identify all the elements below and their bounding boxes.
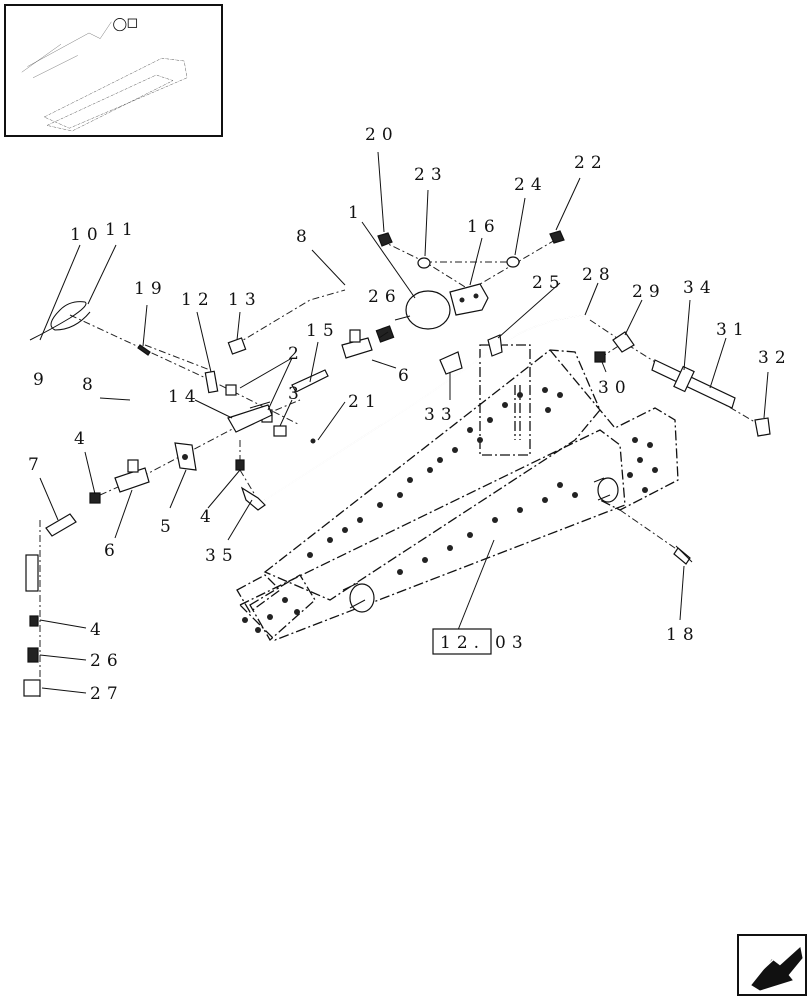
callout-22: 22 [574, 153, 608, 173]
callout-8-upper: 8 [296, 227, 313, 247]
callout-27: 27 [90, 684, 124, 704]
overview-thumbnail[interactable] [4, 4, 223, 137]
callout-4-a: 4 [74, 429, 91, 449]
next-page-arrow-icon[interactable] [737, 934, 807, 996]
callout-labels: 20 23 24 22 1 16 8 10 11 19 12 13 26 25 … [28, 125, 792, 704]
callout-18: 18 [666, 625, 700, 645]
reference-suffix-text: 03 [495, 633, 529, 653]
callout-12: 12 [181, 290, 215, 310]
callout-6-upper: 6 [398, 366, 415, 386]
callout-25: 25 [532, 273, 566, 293]
callout-2: 2 [288, 344, 305, 364]
callout-35: 35 [205, 546, 239, 566]
callout-11: 11 [105, 220, 139, 240]
reference-12-03[interactable]: 12. 03 [432, 628, 529, 655]
callout-4-c: 4 [90, 620, 107, 640]
callout-14: 14 [168, 387, 202, 407]
callout-26-lower: 26 [90, 651, 124, 671]
callout-5: 5 [160, 517, 177, 537]
callout-13: 13 [228, 290, 262, 310]
callout-8-lower: 8 [82, 375, 99, 395]
callout-24: 24 [514, 175, 548, 195]
callout-34: 34 [683, 278, 717, 298]
callout-21: 21 [348, 392, 382, 412]
callout-10: 10 [70, 225, 104, 245]
callout-1: 1 [348, 203, 365, 223]
callout-28: 28 [582, 265, 616, 285]
callout-15: 15 [306, 321, 340, 341]
callout-23: 23 [414, 165, 448, 185]
callout-3: 3 [288, 384, 305, 404]
reference-boxed-text: 12. [440, 633, 485, 653]
callout-19: 19 [134, 279, 168, 299]
callout-31: 31 [716, 320, 750, 340]
callout-30: 30 [598, 378, 632, 398]
callout-20: 20 [365, 125, 399, 145]
callout-6-lower: 6 [104, 541, 121, 561]
callout-16: 16 [467, 217, 501, 237]
callout-9: 9 [33, 370, 50, 390]
callout-33: 33 [424, 405, 458, 425]
callout-4-b: 4 [200, 507, 217, 527]
callout-7: 7 [28, 455, 45, 475]
callout-32: 32 [758, 348, 792, 368]
callout-26-upper: 26 [368, 287, 402, 307]
leader-lines [39, 151, 769, 694]
callout-29: 29 [632, 282, 666, 302]
